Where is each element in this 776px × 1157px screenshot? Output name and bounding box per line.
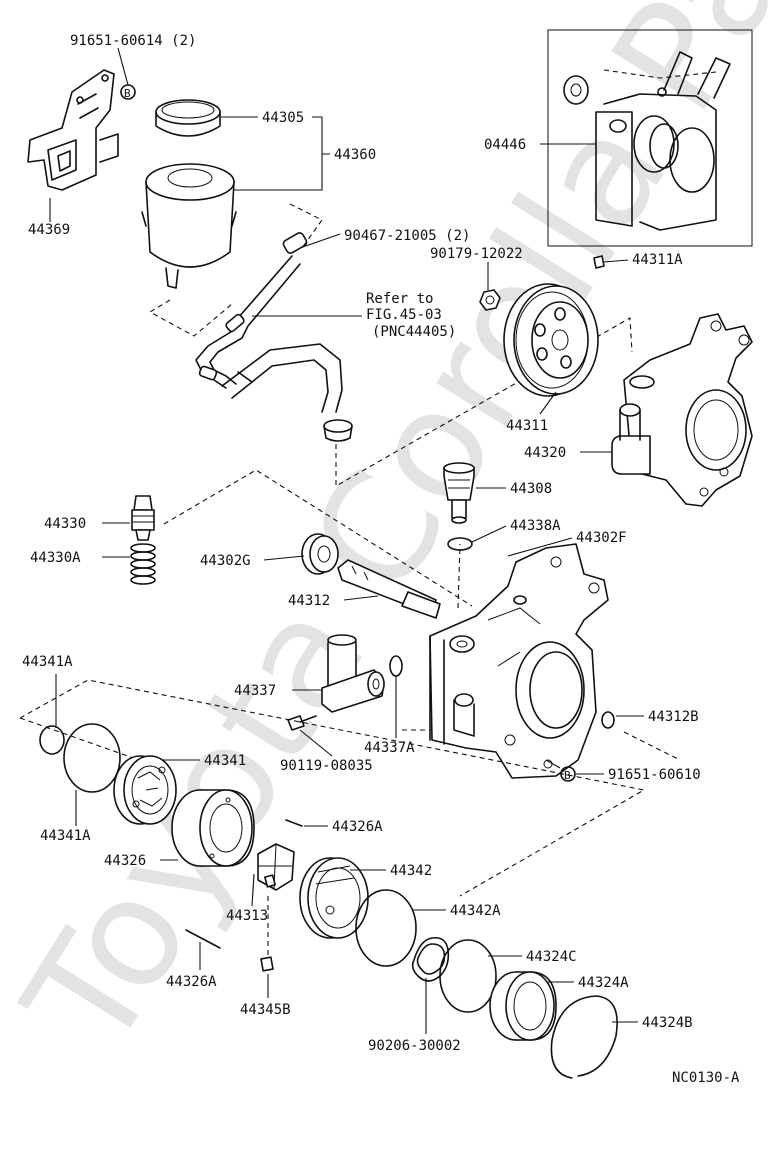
svg-text:B: B xyxy=(124,87,131,100)
wave-washer xyxy=(411,936,450,982)
pump-housing-upper xyxy=(611,313,753,507)
callout-44345B: 44345B xyxy=(240,1002,291,1018)
callout-44369: 44369 xyxy=(28,222,70,238)
vane-pin xyxy=(285,819,303,827)
svg-text:B: B xyxy=(564,769,571,782)
callout-90119-08035: 90119-08035 xyxy=(280,758,373,774)
o-ring-44324c xyxy=(439,939,497,1013)
callout-44313: 44313 xyxy=(226,908,268,924)
refer-text-line-2: FIG.45-03 xyxy=(366,307,442,323)
refer-text-line-3: (PNC44405) xyxy=(372,324,456,340)
side-plate-rear xyxy=(299,857,369,939)
callout-04446: 04446 xyxy=(484,137,526,153)
o-ring-44341a-small xyxy=(39,725,65,755)
reservoir-hose xyxy=(195,232,308,389)
watermark: Toyota Corolla Parts xyxy=(0,0,776,1080)
callout-44338A: 44338A xyxy=(510,518,561,534)
callout-44311: 44311 xyxy=(506,418,548,434)
callout-44312B: 44312B xyxy=(648,709,699,725)
pump-body-main xyxy=(429,543,609,779)
pump-cover xyxy=(489,971,557,1041)
vane-pin-long xyxy=(185,929,221,949)
relief-valve xyxy=(131,495,155,541)
callout-90179-12022: 90179-12022 xyxy=(430,246,523,262)
shaft-bearing xyxy=(301,533,339,575)
gasket-kit-box xyxy=(547,29,753,247)
callout-44360: 44360 xyxy=(334,147,376,163)
callout-44324B: 44324B xyxy=(642,1015,693,1031)
callout-44342A: 44342A xyxy=(450,903,501,919)
callout-90467-21005: 90467-21005 (2) xyxy=(344,228,470,244)
pressure-hose xyxy=(221,343,343,413)
callout-44341A-bottom: 44341A xyxy=(40,828,91,844)
callout-44305: 44305 xyxy=(262,110,304,126)
callout-44342: 44342 xyxy=(390,863,432,879)
snap-ring-44324b xyxy=(550,995,618,1079)
callout-91651-60610: 91651-60610 xyxy=(608,767,701,783)
callout-44324A: 44324A xyxy=(578,975,629,991)
bolt-90119 xyxy=(287,715,317,731)
snap-ring-44312b xyxy=(601,711,615,729)
callout-44337A: 44337A xyxy=(364,740,415,756)
callout-91651-60614: 91651-60614 (2) xyxy=(70,33,196,49)
callout-44311A: 44311A xyxy=(632,252,683,268)
callout-44302G: 44302G xyxy=(200,553,251,569)
pump-pulley xyxy=(503,283,599,397)
callout-44341A-top: 44341A xyxy=(22,654,73,670)
callout-90206-30002: 90206-30002 xyxy=(368,1038,461,1054)
callout-44312: 44312 xyxy=(288,593,330,609)
callout-44330A: 44330A xyxy=(30,550,81,566)
callout-44320: 44320 xyxy=(524,445,566,461)
o-ring-44341a-large xyxy=(63,723,121,793)
callout-44337: 44337 xyxy=(234,683,276,699)
pulley-nut xyxy=(479,289,501,311)
side-plate-front xyxy=(113,755,177,825)
callout-44326A-top: 44326A xyxy=(332,819,383,835)
hose-end-fitting xyxy=(323,419,353,442)
refer-text-line-1: Refer to xyxy=(366,291,433,307)
callout-44308: 44308 xyxy=(510,481,552,497)
callout-44324C: 44324C xyxy=(526,949,577,965)
o-ring-44342a xyxy=(355,889,417,967)
callout-44341: 44341 xyxy=(204,753,246,769)
rotor xyxy=(257,843,295,891)
figure-code: NC0130-A xyxy=(672,1070,740,1086)
callout-44326A-bottom: 44326A xyxy=(166,974,217,990)
callout-44326: 44326 xyxy=(104,853,146,869)
union-fitting xyxy=(443,462,475,524)
reservoir-tank xyxy=(141,163,237,289)
reservoir-bracket xyxy=(27,69,119,191)
woodruff-key xyxy=(593,255,605,269)
bolt-b-marker-top: B xyxy=(117,47,136,100)
callout-44302F: 44302F xyxy=(576,530,627,546)
plug-44345b xyxy=(260,956,274,972)
callout-44330: 44330 xyxy=(44,516,86,532)
relief-valve-spring xyxy=(130,543,156,585)
pump-shaft xyxy=(337,559,441,619)
cam-ring xyxy=(171,789,255,867)
reservoir-cap xyxy=(155,99,221,137)
flow-control-valve xyxy=(321,634,385,713)
